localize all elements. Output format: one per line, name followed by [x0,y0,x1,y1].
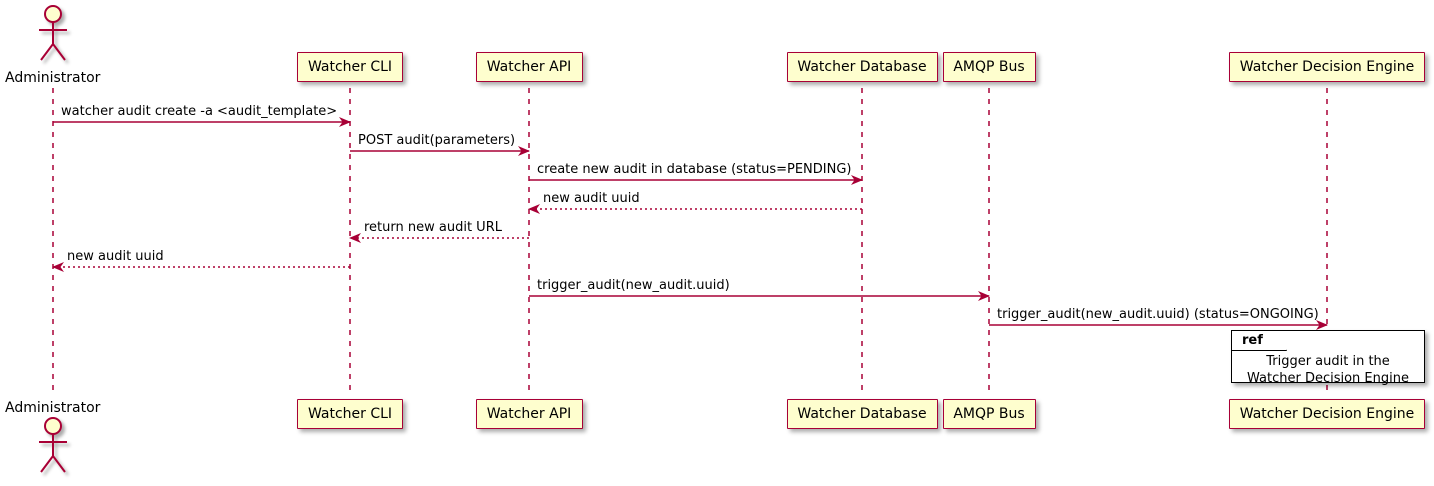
participant-label: Watcher CLI [307,406,393,422]
participant-label: Watcher Decision Engine [1239,59,1415,75]
message-label-2: POST audit(parameters) [358,133,516,148]
participant-watcher-api-bottom: Watcher API [475,399,583,429]
actor-figure-administrator-top [39,5,67,61]
participant-watcher-cli-bottom: Watcher CLI [297,399,403,429]
ref-fragment-tab-label: ref [1232,331,1287,351]
participant-label: Watcher CLI [307,59,393,75]
participant-amqp-bus-bottom: AMQP Bus [942,399,1036,429]
actor-figure-administrator-bottom [39,417,67,473]
participant-label: Watcher Database [797,406,927,422]
message-label-7: trigger_audit(new_audit.uuid) [537,278,730,293]
participant-watcher-database-bottom: Watcher Database [786,399,938,429]
actor-figures-group [39,5,67,473]
participant-label: Watcher API [486,406,572,422]
participant-watcher-cli-top: Watcher CLI [297,52,403,82]
message-label-1: watcher audit create -a <audit_template> [61,104,338,119]
message-label-6: new audit uuid [67,249,164,264]
actor-label-administrator-top: Administrator [5,70,101,86]
message-label-4: new audit uuid [543,191,640,206]
participant-watcher-decision-engine-top: Watcher Decision Engine [1229,52,1425,82]
message-arrows-group [52,117,1328,330]
participant-label: AMQP Bus [953,59,1025,75]
participant-watcher-api-top: Watcher API [475,52,583,82]
message-label-3: create new audit in database (status=PEN… [537,162,852,177]
actor-label-administrator-bottom: Administrator [5,400,101,416]
ref-fragment-line: Trigger audit in the [1266,354,1390,369]
participant-label: AMQP Bus [953,406,1025,422]
participant-watcher-database-top: Watcher Database [786,52,938,82]
participant-watcher-decision-engine-bottom: Watcher Decision Engine [1229,399,1425,429]
participant-label: Watcher Database [797,59,927,75]
message-label-5: return new audit URL [364,220,502,235]
ref-fragment-line: Watcher Decision Engine [1247,371,1409,386]
participant-label: Watcher API [486,59,572,75]
participant-amqp-bus-top: AMQP Bus [942,52,1036,82]
participant-label: Watcher Decision Engine [1239,406,1415,422]
message-label-8: trigger_audit(new_audit.uuid) (status=ON… [997,307,1319,322]
lifelines-group [52,88,1328,396]
